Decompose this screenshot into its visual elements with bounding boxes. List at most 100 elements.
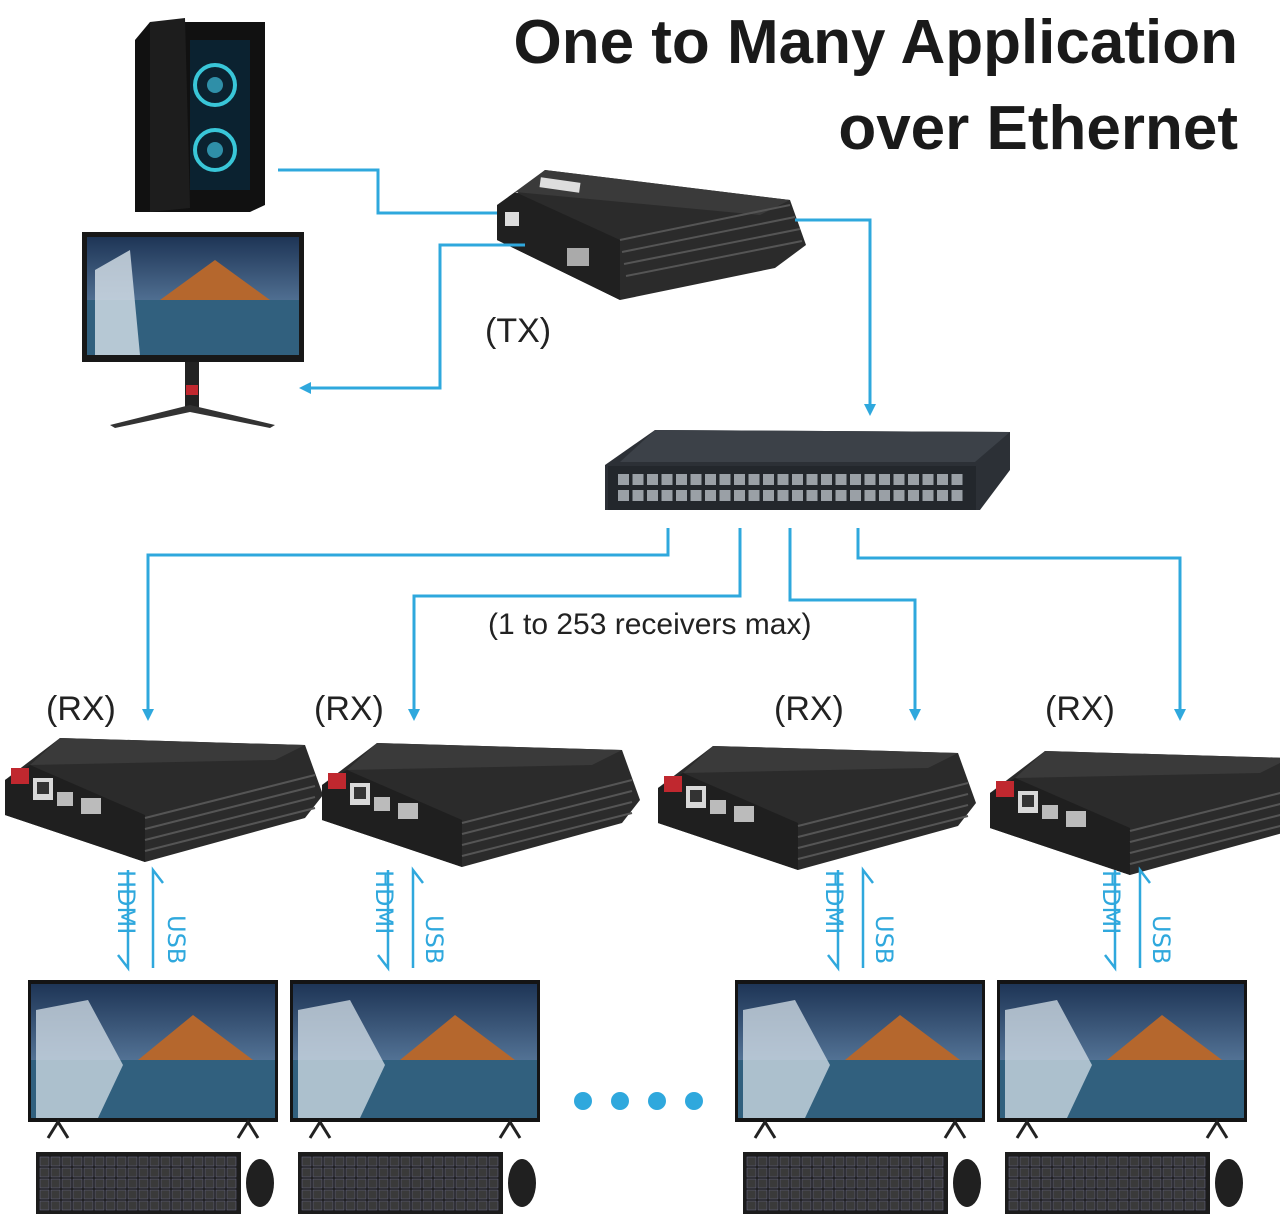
usb-label-2: USB [420,915,448,965]
switch-port [705,490,716,501]
rx-extender-device [658,746,976,870]
switch-port [719,474,731,485]
switch-port [676,474,687,485]
switch-port [821,474,832,485]
title-line-2: over Ethernet [838,94,1238,163]
hdmi-usb-arrows [117,866,1151,972]
switch-port [835,474,847,485]
network-switch-device [605,430,1010,510]
switch-port [763,490,774,501]
switch-port [690,490,702,501]
ellipsis-dot [611,1092,629,1110]
switch-port [792,474,803,485]
switch-port [806,490,818,501]
switch-port [734,490,745,501]
switch-port [647,490,658,501]
hdmi-arrow [1104,870,1117,972]
workstation [28,980,278,1214]
rx-label-1: (RX) [46,690,116,728]
rx-label-3: (RX) [774,690,844,728]
usb-arrow [151,866,164,968]
hdmi-arrow [377,870,390,972]
usb-arrow [861,866,874,968]
switch-port [748,490,760,501]
switch-port [632,490,644,501]
switch-port [661,474,673,485]
hdmi-arrow [117,870,130,972]
hdmi-arrow [827,870,840,972]
diagram-title: One to Many Application over Ethernet [513,0,1238,172]
switch-port [632,474,644,485]
rx-extender-device [322,743,640,867]
ellipsis-dots [574,1092,703,1110]
rx-label-4: (RX) [1045,690,1115,728]
switch-port [893,490,905,501]
pc-tower-icon [135,18,265,212]
workstation [290,980,540,1214]
switch-port [922,474,934,485]
switch-port [850,474,861,485]
switch-port [734,474,745,485]
rx-label-2: (RX) [314,690,384,728]
workstation [997,980,1247,1214]
switch-port [748,474,760,485]
switch-port [951,490,963,501]
mouse-icon [508,1159,536,1207]
usb-label-4: USB [1147,915,1175,965]
rx-devices [5,738,1280,875]
hdmi-label-4: HDMI [1097,870,1125,935]
tx-label: (TX) [485,312,552,350]
switch-port [777,490,789,501]
hdmi-label-1: HDMI [112,870,140,935]
mouse-icon [246,1159,274,1207]
switch-port [835,490,847,501]
ellipsis-dot [574,1092,592,1110]
switch-port [864,474,876,485]
switch-port [821,490,832,501]
switch-port [777,474,789,485]
mouse-icon [953,1159,981,1207]
rx-extender-device [5,738,323,862]
switch-port [893,474,905,485]
switch-ports [618,474,963,501]
switch-port [618,490,629,501]
connection-lines [142,168,1186,721]
switch-port [850,490,861,501]
switch-port [864,490,876,501]
switch-port [719,490,731,501]
switch-port [908,474,919,485]
ellipsis-dot [648,1092,666,1110]
ellipsis-dot [685,1092,703,1110]
switch-port [879,490,890,501]
source-monitor-icon [82,232,304,428]
switch-port [908,490,919,501]
usb-label-1: USB [162,915,190,965]
switch-port [922,490,934,501]
tx-extender-device [497,170,806,300]
receivers-max-label: (1 to 253 receivers max) [488,608,812,641]
switch-port [705,474,716,485]
hdmi-label-3: HDMI [820,870,848,935]
usb-arrow [1138,866,1151,968]
usb-arrow [411,866,424,968]
switch-port [879,474,890,485]
mouse-icon [1215,1159,1243,1207]
hdmi-label-2: HDMI [370,870,398,935]
switch-port [937,474,948,485]
switch-port [792,490,803,501]
switch-port [690,474,702,485]
workstation [735,980,985,1214]
switch-port [937,490,948,501]
rx-workstations [28,980,1247,1214]
switch-port [806,474,818,485]
switch-port [951,474,963,485]
usb-label-3: USB [870,915,898,965]
switch-port [618,474,629,485]
switch-port [647,474,658,485]
switch-port [763,474,774,485]
rx-extender-device [990,751,1280,875]
switch-port [661,490,673,501]
title-line-1: One to Many Application [513,8,1238,77]
